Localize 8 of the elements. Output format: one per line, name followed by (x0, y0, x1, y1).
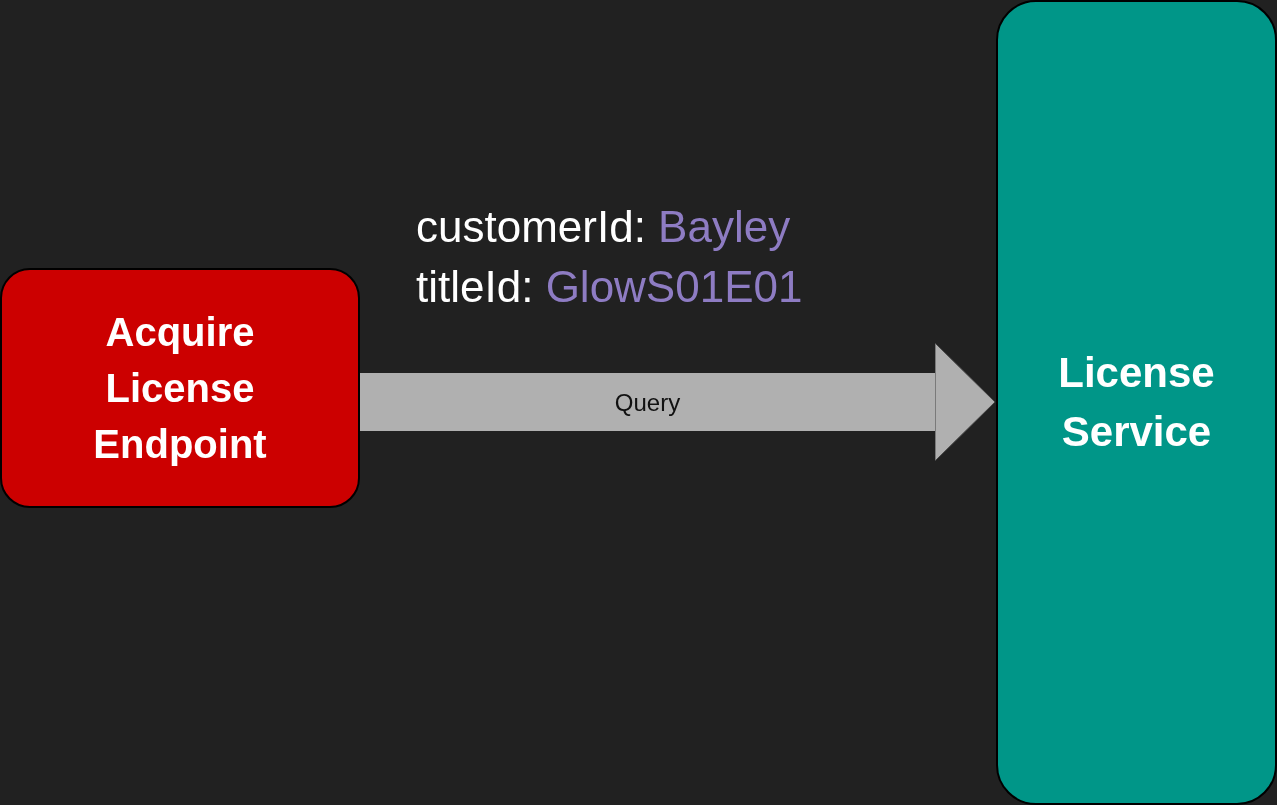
process-box (996, 0, 1277, 805)
edge-label: Query (614, 389, 681, 417)
parameter-line: titleId: GlowS01E01 (416, 262, 803, 312)
block-arrow (360, 342, 996, 462)
node-title: Acquire License Endpoint (92, 309, 268, 468)
process-box (0, 268, 360, 508)
parameter-line: customerId: Bayley (416, 202, 791, 252)
node-title: License Service (1057, 347, 1216, 457)
